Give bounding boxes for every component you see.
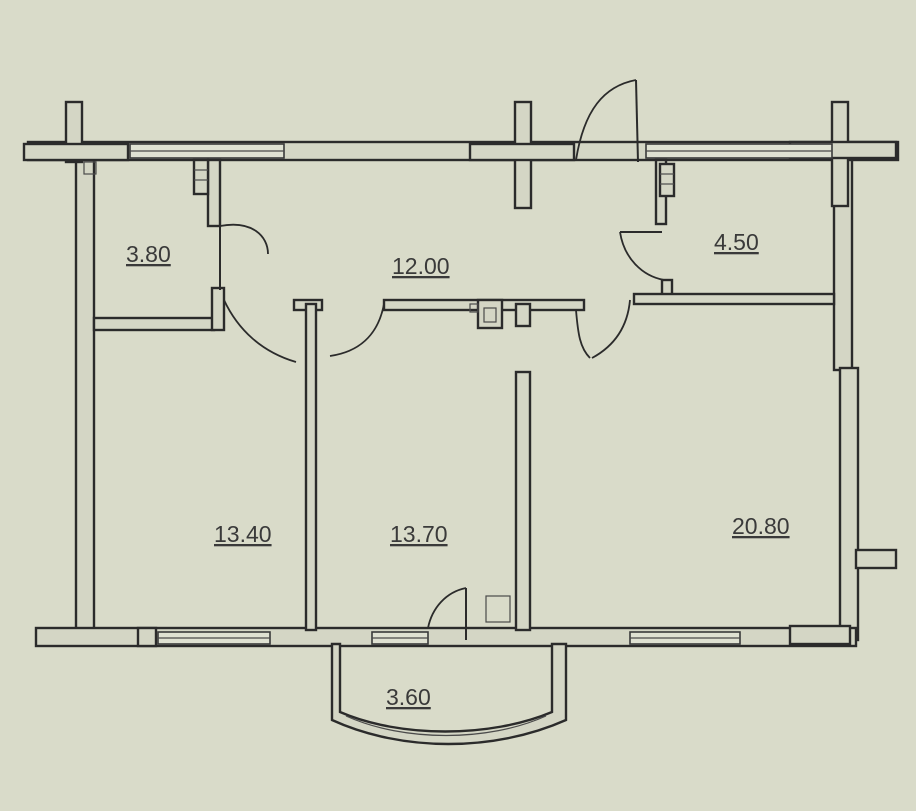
balcony — [330, 642, 568, 746]
bottom-windows — [136, 624, 852, 648]
partition-left-v — [304, 302, 318, 632]
left-wall — [74, 158, 96, 632]
balcony-outline — [330, 642, 568, 746]
sill-right — [788, 624, 852, 646]
bath-bottom-wall — [632, 292, 836, 306]
door-left-room-arc — [223, 299, 297, 363]
bottom-vent — [485, 595, 511, 623]
door-storage-arc — [219, 223, 269, 255]
door-bath-arc — [619, 231, 665, 281]
area-label-right-room: 20.80 — [732, 513, 790, 539]
storage-right-wall-top — [206, 158, 222, 228]
storage-right-wall-low — [210, 286, 226, 332]
area-label-bath: 4.50 — [714, 229, 759, 255]
cross-left-h — [22, 142, 130, 162]
area-label-middle-room: 13.70 — [390, 521, 448, 547]
outer-walls — [26, 140, 900, 648]
door-right-room-arc — [575, 309, 591, 359]
shaft-small — [469, 303, 479, 313]
room-labels: 3.80 12.00 4.50 13.40 13.70 20.80 3.60 — [126, 229, 790, 710]
shaft-box — [476, 298, 504, 330]
area-label-hall: 12.00 — [392, 253, 450, 279]
vent-left — [192, 158, 210, 196]
top-windows — [129, 143, 833, 159]
partition-right-top — [514, 302, 532, 328]
right-stub — [854, 548, 898, 570]
area-label-storage: 3.80 — [126, 241, 171, 267]
partition-right-v — [514, 370, 532, 632]
door-balcony-arc — [427, 587, 467, 629]
cross-mid-h — [468, 142, 576, 162]
door-middle-room-arc — [329, 303, 385, 357]
sill-left — [136, 626, 158, 648]
entrance-door — [575, 79, 639, 163]
corner-box — [83, 161, 97, 175]
vent-right — [658, 162, 676, 198]
vents — [83, 158, 676, 623]
right-wall-lower — [838, 366, 860, 642]
area-label-balcony: 3.60 — [386, 684, 431, 710]
storage-bottom-wall — [92, 316, 216, 332]
interior-walls — [92, 158, 836, 632]
shaft-inner — [483, 307, 497, 323]
interior-doors — [219, 223, 665, 640]
area-label-left-room: 13.40 — [214, 521, 272, 547]
